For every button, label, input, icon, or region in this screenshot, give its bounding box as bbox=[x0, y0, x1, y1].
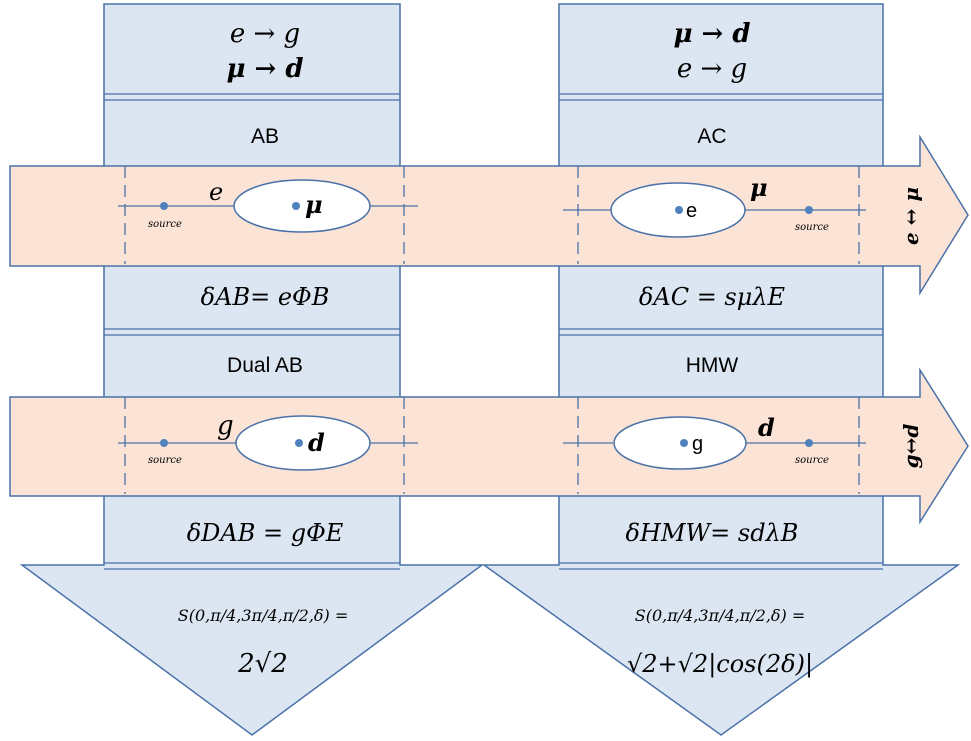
right-result-1: S(0,π/4,3π/4,π/2,δ) = bbox=[635, 606, 806, 625]
bottom-band-arrow bbox=[9, 367, 969, 525]
bottom-right-charge: d bbox=[758, 413, 775, 442]
right-phase-bottom: δHMW= sdλB bbox=[626, 519, 799, 547]
bottom-right-source: source bbox=[795, 455, 829, 466]
top-band-arrow bbox=[9, 134, 969, 296]
left-result-2: 2√2 bbox=[237, 649, 288, 679]
top-left-flux: μ bbox=[305, 190, 323, 219]
bottom-band-arrow-label: g↔d bbox=[899, 424, 923, 469]
left-phase-top: δAB= eΦB bbox=[201, 283, 330, 311]
right-label-ac: AC bbox=[697, 125, 726, 148]
right-label-hmw: HMW bbox=[686, 354, 739, 377]
top-left-source: source bbox=[148, 219, 182, 230]
left-transform-2: μ → d bbox=[226, 54, 303, 84]
top-band-arrow-label: e ↔ μ bbox=[899, 187, 923, 245]
bottom-left-source: source bbox=[148, 455, 182, 466]
column-dividers bbox=[104, 93, 883, 570]
top-left-charge: e bbox=[209, 178, 223, 206]
top-right-source: source bbox=[795, 222, 829, 233]
left-result-1: S(0,π/4,3π/4,π/2,δ) = bbox=[178, 606, 349, 625]
left-label-ab: AB bbox=[251, 125, 279, 148]
right-phase-top: δAC = sμλE bbox=[639, 283, 786, 311]
right-transform-1: μ → d bbox=[673, 19, 750, 49]
bottom-band-left-setup: source g d bbox=[118, 397, 418, 494]
top-band-left-setup: source e μ bbox=[118, 166, 418, 264]
bottom-left-flux: d bbox=[308, 428, 325, 457]
bottom-left-charge: g bbox=[217, 411, 234, 441]
left-transform-1: e → g bbox=[230, 19, 300, 49]
bottom-band-right-setup: g d source bbox=[563, 397, 866, 494]
left-phase-bottom: δDAB = gΦE bbox=[187, 519, 344, 547]
right-result-2: √2+√2|cos(2δ)| bbox=[627, 650, 813, 679]
top-right-flux: e bbox=[686, 200, 697, 222]
left-label-dual-ab: Dual AB bbox=[227, 354, 303, 377]
top-right-charge: μ bbox=[750, 173, 768, 202]
bottom-right-flux: g bbox=[692, 433, 703, 455]
right-transform-2: e → g bbox=[677, 54, 747, 84]
top-band-right-setup: e μ source bbox=[563, 166, 866, 264]
